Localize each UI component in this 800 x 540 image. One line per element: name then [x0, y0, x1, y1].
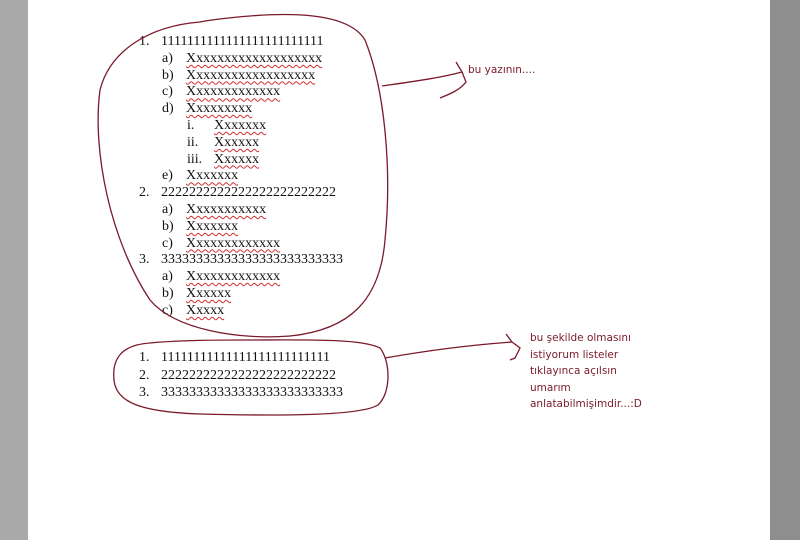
sub-item-text[interactable]: Xxxxx — [186, 302, 225, 318]
list-item-marker: 1. — [139, 34, 150, 49]
note-line: anlatabilmişimdir...:D — [530, 398, 642, 410]
loop-collapsed-list — [113, 339, 389, 416]
sub-item-marker: d) — [162, 101, 174, 117]
sub-item-text[interactable]: Xxxxxxx — [186, 168, 239, 184]
list-item-text[interactable]: 33333333333333333333333333 — [161, 252, 343, 268]
roman-item-text[interactable]: Xxxxxx — [214, 134, 260, 150]
sub-item-marker: a) — [162, 50, 173, 66]
note-line: tıklayınca açılsın — [530, 365, 617, 377]
roman-item-text[interactable]: Xxxxxx — [214, 151, 260, 167]
sub-item-marker: b) — [162, 67, 174, 83]
sub-item-text[interactable]: Xxxxxxx — [186, 218, 239, 234]
sub-item-text[interactable]: Xxxxxxxxxxxxx — [186, 269, 281, 285]
list-item-marker: 3. — [139, 252, 150, 268]
sub-item-text[interactable]: Xxxxxxxxxxxxx — [186, 84, 281, 100]
sub-item-marker: c) — [162, 84, 173, 100]
sub-item-marker: b) — [162, 286, 174, 301]
sub-item-marker: e) — [162, 168, 173, 184]
sub-item-text[interactable]: Xxxxxxxxxxx — [186, 202, 267, 217]
list-item-text[interactable]: 2222222222222222222222222 — [161, 185, 336, 201]
collapsed-item-text[interactable]: 33333333333333333333333333 — [161, 385, 343, 400]
sub-item-marker: b) — [162, 218, 174, 234]
roman-item-marker: i. — [187, 118, 195, 133]
list-item-text[interactable]: 1111111111111111111111111 — [161, 34, 324, 49]
loop-expanded-list — [97, 13, 389, 338]
collapsed-item-text[interactable]: 11111111111111111111111111 — [161, 350, 331, 365]
arrow-bottom — [384, 333, 521, 361]
collapsed-item-marker: 1. — [139, 350, 150, 365]
roman-item-marker: ii. — [187, 134, 199, 150]
collapsed-item-marker: 3. — [139, 385, 150, 400]
collapsed-item-marker: 2. — [139, 367, 150, 383]
sub-item-text[interactable]: Xxxxxxxxxxxxx — [186, 235, 281, 251]
sub-item-text[interactable]: Xxxxxxxxxxxxxxxxxx — [186, 67, 316, 83]
window-edge — [770, 0, 800, 540]
roman-item-text[interactable]: Xxxxxxx — [214, 118, 267, 133]
note-top: bu yazının.... — [468, 64, 536, 76]
arrow-top — [381, 61, 467, 99]
sub-item-marker: a) — [162, 269, 173, 285]
sub-item-marker: c) — [162, 235, 173, 251]
list-item-marker: 2. — [139, 185, 150, 201]
note-bottom: bu şekilde olmasını istiyorum listeler t… — [530, 330, 642, 413]
document-page — [28, 0, 770, 540]
sub-item-marker: c) — [162, 302, 173, 318]
sub-item-text[interactable]: Xxxxxxxxxxxxxxxxxxx — [186, 50, 323, 66]
collapsed-item-text[interactable]: 2222222222222222222222222 — [161, 367, 336, 383]
note-line: umarım — [530, 381, 571, 394]
note-line: istiyorum listeler — [530, 348, 619, 361]
sub-item-marker: a) — [162, 202, 173, 217]
sub-item-text[interactable]: Xxxxxx — [186, 286, 232, 301]
roman-item-marker: iii. — [187, 151, 203, 167]
sub-item-text[interactable]: Xxxxxxxxx — [186, 101, 253, 117]
note-line: bu şekilde olmasını — [530, 332, 631, 344]
